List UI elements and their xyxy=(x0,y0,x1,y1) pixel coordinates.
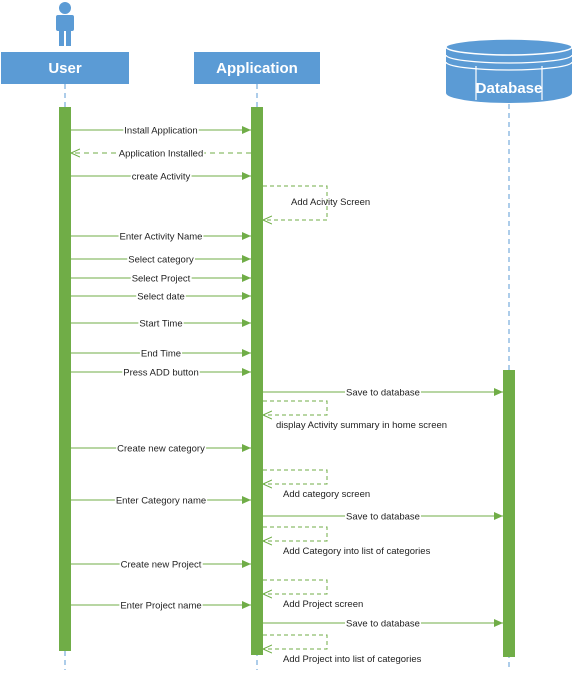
message-21: Enter Project name xyxy=(71,601,251,612)
message-label: Press ADD button xyxy=(123,368,199,379)
message-label: Select date xyxy=(137,292,185,303)
message-label: End Time xyxy=(141,349,181,360)
message-2: Application Installed xyxy=(71,149,251,160)
message-label: Enter Project name xyxy=(120,601,201,612)
message-label-bg xyxy=(345,388,421,398)
message-12: Save to database xyxy=(263,388,503,399)
message-8: Select date xyxy=(71,292,251,303)
message-label-bg xyxy=(116,444,207,454)
message-label-bg xyxy=(118,232,204,242)
message-label-bg xyxy=(139,349,183,359)
message-16: Enter Category name xyxy=(71,496,251,507)
message-label-bg xyxy=(114,496,208,506)
message-label: Add Project screen xyxy=(283,599,363,610)
message-label: Add Project into list of categories xyxy=(283,654,422,665)
database-cylinder-icon: Database xyxy=(445,38,573,103)
message-label-bg xyxy=(345,512,421,522)
participant-user: User xyxy=(1,52,129,84)
self-message-arrow xyxy=(263,579,328,594)
message-4: Add Acivity Screen xyxy=(263,185,370,220)
message-label: create Activity xyxy=(132,172,191,183)
message-label: Select category xyxy=(128,255,194,266)
message-23: Add Project into list of categories xyxy=(263,634,422,665)
message-label: Enter Activity Name xyxy=(120,232,203,243)
message-label: Save to database xyxy=(346,512,420,523)
message-label-bg xyxy=(119,601,203,611)
user-activation-bar xyxy=(59,107,71,651)
message-label: Start Time xyxy=(139,319,182,330)
message-label: Save to database xyxy=(346,619,420,630)
self-message-arrow xyxy=(263,526,328,541)
message-label: Save to database xyxy=(346,388,420,399)
database-activation-bar xyxy=(503,370,515,657)
message-label-bg xyxy=(130,274,192,284)
message-18: Add Category into list of categories xyxy=(263,526,431,557)
message-22: Save to database xyxy=(263,619,503,630)
message-20: Add Project screen xyxy=(263,579,363,610)
message-label: Application Installed xyxy=(119,149,204,160)
message-3: create Activity xyxy=(71,172,251,183)
message-label: Create new category xyxy=(117,444,205,455)
message-label: Install Application xyxy=(124,126,197,137)
message-label: Create new Project xyxy=(121,560,202,571)
self-message-arrow xyxy=(263,185,328,220)
message-label: Add category screen xyxy=(283,489,370,500)
self-message-arrow xyxy=(263,469,328,484)
application-activation-bar xyxy=(251,107,263,655)
message-label-bg xyxy=(127,255,195,265)
message-label: Select Project xyxy=(132,274,191,285)
actor-icon xyxy=(56,2,74,46)
message-15: Add category screen xyxy=(263,469,370,500)
message-label: Add Category into list of categories xyxy=(283,546,431,557)
message-1: Install Application xyxy=(71,126,251,137)
message-17: Save to database xyxy=(263,512,503,523)
self-message-arrow xyxy=(263,400,328,415)
message-11: Press ADD button xyxy=(71,368,251,379)
message-label: display Activity summary in home screen xyxy=(276,420,447,431)
message-label-bg xyxy=(119,560,203,570)
message-label: Enter Category name xyxy=(116,496,206,507)
message-10: End Time xyxy=(71,349,251,360)
message-5: Enter Activity Name xyxy=(71,232,251,243)
message-label-bg xyxy=(122,368,200,378)
message-label-bg xyxy=(138,319,184,329)
message-label-bg xyxy=(136,292,186,302)
participant-application: Application xyxy=(194,52,320,84)
message-9: Start Time xyxy=(71,319,251,330)
participant-application-label: Application xyxy=(216,60,298,77)
message-7: Select Project xyxy=(71,274,251,285)
message-label-bg xyxy=(345,619,421,629)
self-message-arrow xyxy=(263,634,328,649)
message-19: Create new Project xyxy=(71,560,251,571)
message-label-bg xyxy=(130,172,192,182)
participant-user-label: User xyxy=(48,60,82,77)
message-label-bg xyxy=(117,149,205,159)
message-14: Create new category xyxy=(71,444,251,455)
message-label: Add Acivity Screen xyxy=(291,197,370,208)
message-label-bg xyxy=(123,126,199,136)
message-6: Select category xyxy=(71,255,251,266)
participant-database-label: Database xyxy=(476,80,543,97)
message-13: display Activity summary in home screen xyxy=(263,400,447,431)
